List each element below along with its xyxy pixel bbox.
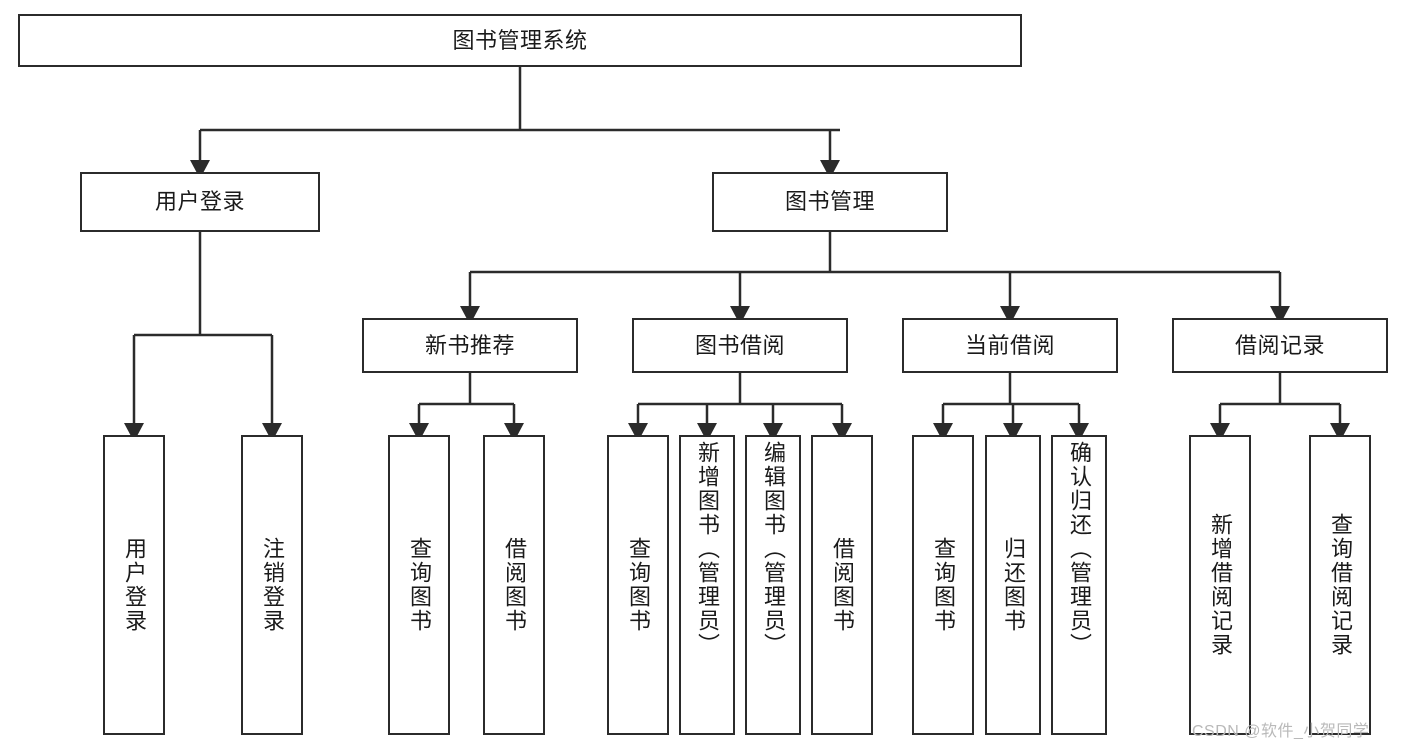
node-leaf-borrow-book-rec[interactable]: 借阅图书 <box>483 435 545 735</box>
node-leaf-query-record[interactable]: 查询借阅记录 <box>1309 435 1371 735</box>
node-leaf-add-record-label: 新增借阅记录 <box>1208 513 1233 657</box>
node-leaf-edit-book-label: 编辑图书（管理员） <box>761 441 786 657</box>
node-root[interactable]: 图书管理系统 <box>18 14 1022 67</box>
node-book-borrow[interactable]: 图书借阅 <box>632 318 848 373</box>
node-leaf-query-book-rec[interactable]: 查询图书 <box>388 435 450 735</box>
node-leaf-confirm-return-label: 确认归还（管理员） <box>1067 441 1092 657</box>
node-leaf-borrow-book-label: 借阅图书 <box>830 537 855 633</box>
node-new-book-rec-label: 新书推荐 <box>424 332 515 358</box>
node-leaf-logout-label: 注销登录 <box>260 537 285 633</box>
node-leaf-confirm-return[interactable]: 确认归还（管理员） <box>1051 435 1107 735</box>
node-user-login[interactable]: 用户登录 <box>80 172 320 232</box>
node-current-borrow[interactable]: 当前借阅 <box>902 318 1118 373</box>
node-leaf-query-book-cur-label: 查询图书 <box>931 537 956 633</box>
node-leaf-return-book[interactable]: 归还图书 <box>985 435 1041 735</box>
node-leaf-borrow-book-rec-label: 借阅图书 <box>502 537 527 633</box>
node-leaf-query-book-label: 查询图书 <box>626 537 651 633</box>
node-leaf-query-book-rec-label: 查询图书 <box>407 537 432 633</box>
node-leaf-return-book-label: 归还图书 <box>1001 537 1026 633</box>
node-leaf-edit-book[interactable]: 编辑图书（管理员） <box>745 435 801 735</box>
node-book-manage-label: 图书管理 <box>784 189 875 215</box>
node-leaf-logout[interactable]: 注销登录 <box>241 435 303 735</box>
node-new-book-rec[interactable]: 新书推荐 <box>362 318 578 373</box>
node-leaf-add-record[interactable]: 新增借阅记录 <box>1189 435 1251 735</box>
node-leaf-add-book[interactable]: 新增图书（管理员） <box>679 435 735 735</box>
node-current-borrow-label: 当前借阅 <box>964 332 1055 358</box>
node-leaf-add-book-label: 新增图书（管理员） <box>695 441 720 657</box>
node-leaf-user-login[interactable]: 用户登录 <box>103 435 165 735</box>
node-borrow-record[interactable]: 借阅记录 <box>1172 318 1388 373</box>
node-book-manage[interactable]: 图书管理 <box>712 172 948 232</box>
node-leaf-borrow-book[interactable]: 借阅图书 <box>811 435 873 735</box>
node-leaf-query-book-cur[interactable]: 查询图书 <box>912 435 974 735</box>
node-user-login-label: 用户登录 <box>154 189 245 215</box>
node-book-borrow-label: 图书借阅 <box>694 332 785 358</box>
node-leaf-query-book[interactable]: 查询图书 <box>607 435 669 735</box>
node-borrow-record-label: 借阅记录 <box>1234 332 1325 358</box>
node-leaf-user-login-label: 用户登录 <box>122 537 147 633</box>
node-root-label: 图书管理系统 <box>452 27 588 53</box>
node-leaf-query-record-label: 查询借阅记录 <box>1328 513 1353 657</box>
